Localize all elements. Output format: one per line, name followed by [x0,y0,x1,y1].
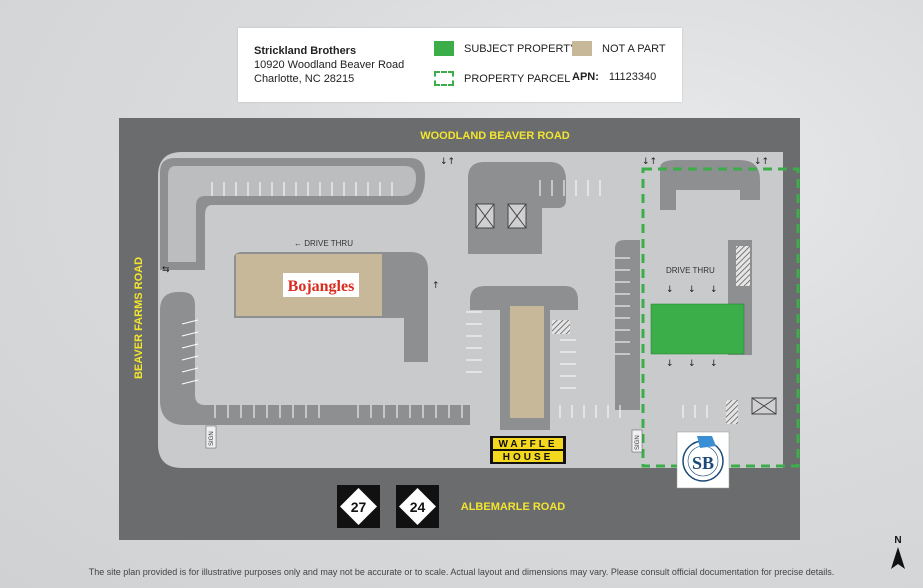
svg-text:↓: ↓ [710,285,718,295]
svg-text:⇆: ⇆ [162,265,170,275]
apn-label: APN: [572,71,599,83]
svg-text:↓↑: ↓↑ [440,157,455,167]
hatch-area-center [552,320,570,334]
route-shield-24: 24 [396,485,439,528]
disclaimer: The site plan provided is for illustrati… [88,567,835,577]
sb-logo-text: SB [692,453,714,473]
strickland-brothers-logo: SB [676,431,730,489]
sign-left-label: SIGN [209,431,215,446]
property-address: Strickland Brothers 10920 Woodland Beave… [254,44,404,86]
road-label-west: BEAVER FARMS ROAD [133,257,145,379]
island-top-left-inner [168,166,416,262]
apn-value: 11123340 [608,71,657,83]
svg-text:↓↑: ↓↑ [754,157,769,167]
not-a-part-swatch [572,41,592,56]
island-top-right [660,160,760,210]
drive-thru-label-bojangles: ← DRIVE THRU [294,239,353,248]
parcel-label: PROPERTY PARCEL [464,72,571,85]
waffle-house-building [510,306,544,418]
subject-property-building [650,303,745,355]
road-label-north: WOODLAND BEAVER ROAD [420,130,570,142]
svg-text:↑: ↑ [432,281,440,291]
waffle-house-logo: WAFFLE HOUSE [490,436,566,464]
subject-label: SUBJECT PROPERTY [464,42,578,55]
svg-text:↓: ↓ [666,285,674,295]
legend-box: Strickland Brothers 10920 Woodland Beave… [238,28,682,102]
address-line-1: 10920 Woodland Beaver Road [254,59,405,71]
svg-text:↓↑: ↓↑ [642,157,657,167]
sign-right-label: SIGN [635,435,641,450]
north-arrow-icon: N [891,535,905,569]
subject-swatch [434,41,454,56]
not-a-part-label: NOT A PART [602,42,666,55]
bojangles-logo: Bojangles [288,278,355,295]
north-label: N [894,535,901,546]
route-shield-27: 27 [337,485,380,528]
island-left-bottom [160,292,470,425]
road-label-south: ALBEMARLE ROAD [461,501,566,513]
island-right-left [615,240,640,410]
route-27-label: 27 [351,499,367,515]
drive-thru-label-subject: DRIVE THRU [666,266,715,275]
sign-left [205,425,217,449]
address-line-2: Charlotte, NC 28215 [254,73,355,85]
route-24-label: 24 [410,499,426,515]
legend-apn: APN: 11123340 [572,71,656,83]
parking-stripes [181,180,708,418]
legend-subject-property: SUBJECT PROPERTY [434,41,577,56]
bojangles-logo-bg [283,273,359,297]
waffle-text: WAFFLE [498,439,557,450]
traffic-arrows: ↓↑ ↓↑ ↓↑ ⇆ ↑ ↓ ↓ ↓ ↓ ↓ ↓ [162,157,769,369]
svg-text:↓: ↓ [666,359,674,369]
svg-text:↓: ↓ [688,285,696,295]
svg-text:↓: ↓ [710,359,718,369]
hatch-area-right [736,246,750,286]
sign-right [631,429,643,453]
property-name: Strickland Brothers [254,45,357,57]
house-text: HOUSE [503,452,554,463]
svg-text:↓: ↓ [688,359,696,369]
hatch-area-lower [726,400,738,424]
parcel-swatch [434,71,454,86]
legend-property-parcel: PROPERTY PARCEL [434,71,570,86]
legend-not-a-part: NOT A PART [572,41,666,56]
